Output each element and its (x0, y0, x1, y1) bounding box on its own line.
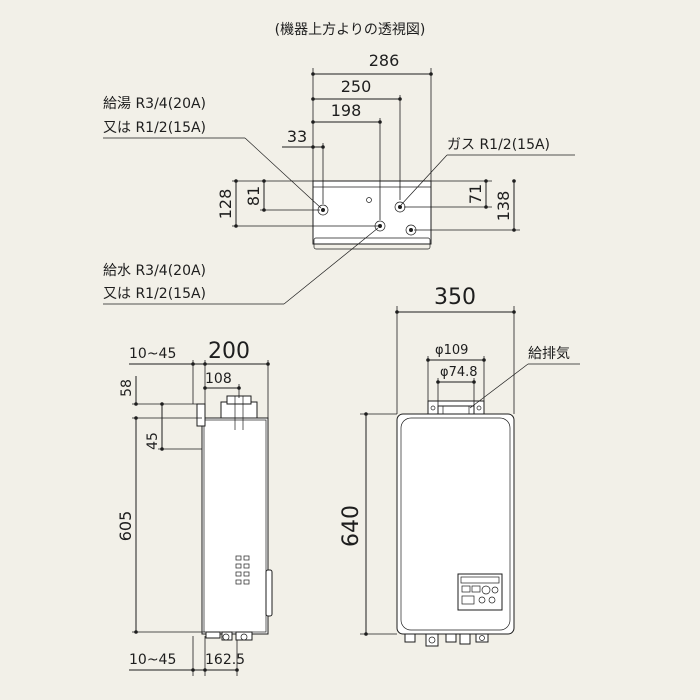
dim-front-phi109: φ109 (426, 343, 486, 401)
dim-128-text: 128 (216, 189, 235, 220)
dim-front-640: 640 (339, 412, 397, 636)
dim-front-350: 350 (395, 285, 516, 414)
cold-water-label-1: 給水 R3/4(20A) (103, 263, 206, 279)
dim-198: 198 (311, 101, 382, 220)
side-bottom-offset-text: 10~45 (129, 652, 176, 668)
gas-leader: ガス R1/2(15A) (400, 137, 575, 206)
dim-198-text: 198 (331, 101, 362, 120)
side-58-text: 58 (119, 379, 135, 397)
dim-286: 286 (311, 51, 433, 181)
dim-side-605: 605 (116, 416, 205, 634)
top-view-body (312, 180, 432, 245)
dim-33: 33 (282, 127, 325, 204)
dim-side-58: 58 (119, 376, 205, 406)
flue-leader: 給排気 (469, 346, 580, 409)
dim-81: 81 (244, 179, 320, 212)
dim-81-text: 81 (244, 186, 263, 206)
hot-water-label-1: 給湯 R3/4(20A) (103, 95, 206, 112)
dim-side-10-45-bottom: 10~45 (129, 636, 207, 676)
dim-side-162-5: 162.5 (205, 640, 245, 676)
dim-side-200: 200 (205, 339, 270, 418)
front-width-text: 350 (434, 285, 476, 310)
side-162-5-text: 162.5 (205, 652, 245, 668)
hot-water-label-2: 又は R1/2(15A) (103, 120, 206, 136)
dim-side-45: 45 (132, 402, 202, 451)
hot-water-leader: 給湯 R3/4(20A) 又は R1/2(15A) (103, 95, 322, 209)
top-view-caption: (機器上方よりの透視図) (275, 22, 426, 38)
side-depth-text: 200 (208, 339, 250, 364)
top-view-base (313, 237, 431, 250)
side-top-offset-text: 10~45 (129, 346, 176, 362)
cold-water-label-2: 又は R1/2(15A) (103, 286, 206, 302)
dim-71-text: 71 (466, 184, 485, 204)
front-height-text: 640 (339, 505, 364, 547)
gas-label: ガス R1/2(15A) (447, 137, 550, 153)
dim-front-phi74-8: φ74.8 (436, 365, 478, 406)
dim-71: 71 (404, 179, 492, 209)
flue-label: 給排気 (528, 346, 570, 362)
front-view-unit (396, 400, 515, 647)
side-view-unit (196, 395, 273, 641)
dim-side-108: 108 (203, 371, 241, 398)
dim-250-text: 250 (341, 77, 372, 96)
side-45-text: 45 (145, 432, 161, 450)
cold-water-leader: 給水 R3/4(20A) 又は R1/2(15A) (103, 227, 379, 305)
dim-138: 138 (414, 179, 520, 232)
dim-286-text: 286 (369, 51, 400, 70)
dim-250: 250 (311, 77, 402, 200)
front-flue-outer-text: φ109 (435, 343, 468, 358)
dim-128: 128 (216, 179, 378, 228)
side-605-text: 605 (116, 511, 135, 542)
side-flue-offset-text: 108 (205, 371, 232, 387)
dim-side-10-45-top: 10~45 (129, 346, 207, 404)
front-flue-inner-text: φ74.8 (440, 365, 478, 380)
dim-33-text: 33 (287, 127, 307, 146)
dim-138-text: 138 (494, 191, 513, 222)
